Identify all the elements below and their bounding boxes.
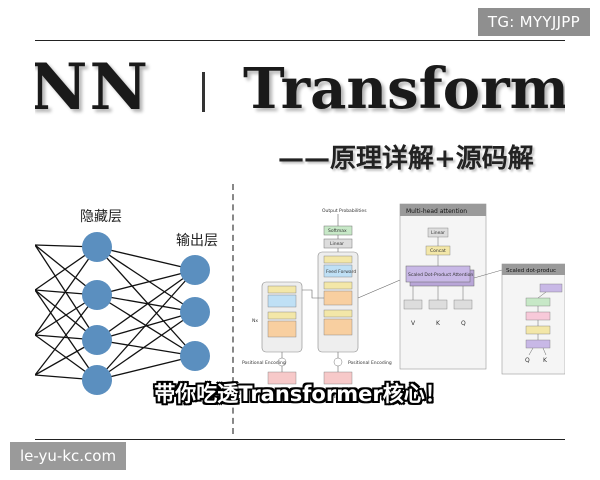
sdpa-mask: [525, 311, 551, 321]
decoder-positional-label: Positional Encoding: [348, 360, 392, 366]
title-left-text: NN: [35, 50, 150, 125]
encoder-positional-label: Positional Encoding: [242, 360, 286, 366]
decoder-feed-forward: [323, 264, 353, 278]
mha-k-label: K: [436, 320, 441, 327]
sdpa-k-label: K: [543, 357, 548, 364]
nx-label: Nx: [252, 318, 258, 324]
hidden-neuron: [82, 365, 112, 395]
sdpa-panel-title: Scaled dot-produc: [506, 268, 556, 274]
encoder-multi-head-attention: [267, 320, 297, 338]
mha-q-label: Q: [461, 320, 466, 327]
softmax-label: Softmax: [328, 228, 347, 234]
outputs-shifted-label: (shifted right): [324, 394, 355, 400]
encoder-add-norm-2: [267, 285, 297, 294]
mha-linear-label: Linear: [431, 230, 445, 236]
mha-panel-header: [400, 204, 486, 216]
slide-title: NN Transforme: [35, 50, 565, 130]
decoder-multi-head-attention: [323, 290, 353, 306]
mha-v-label: V: [411, 320, 416, 327]
sdpa-q-label: Q: [525, 357, 530, 364]
sdpa-matmul-top: [539, 283, 563, 293]
sdpa-softmax: [525, 297, 551, 307]
masked-multi-head-attention: [323, 318, 353, 336]
mha-linear-k: [428, 299, 448, 310]
hidden-neuron: [82, 280, 112, 310]
mha-linear-v: [403, 299, 423, 310]
sdpa-matmul-bottom: [525, 339, 551, 349]
encoder-add-norm-1: [267, 311, 297, 320]
hidden-neuron: [82, 232, 112, 262]
output-layer-label: 输出层: [176, 233, 218, 249]
mha-linear-q: [453, 299, 473, 310]
hidden-neuron: [82, 325, 112, 355]
section-divider: [232, 184, 234, 434]
title-separator: [202, 72, 205, 112]
output-neuron: [180, 297, 210, 327]
hidden-layer-label: 隐藏层: [80, 209, 122, 225]
title-right-text: Transforme: [243, 56, 565, 122]
mha-panel-title: Multi-head attention: [406, 208, 467, 215]
decoder-add-norm-2: [323, 281, 353, 290]
decoder-add-norm-1: [323, 309, 353, 318]
transformer-diagram: Output Probabilities Softmax Linear Feed…: [240, 200, 566, 415]
decoder-feed-forward-label: Feed Forward: [326, 269, 356, 275]
subtitle-caption: 带你吃透Transformer核心！: [154, 382, 446, 406]
decoder-add-norm-3: [323, 255, 353, 264]
output-probabilities-label: Output Probabilities: [322, 208, 367, 214]
sdpa-panel-header: [502, 264, 565, 275]
site-watermark: le-yu-kc.com: [10, 442, 127, 470]
neural-network-diagram: 隐藏层 输出层: [34, 190, 230, 430]
output-neuron: [180, 255, 210, 285]
linear-label: Linear: [330, 241, 344, 247]
decoder-positional-circle: [333, 357, 343, 367]
mha-sdpa-label: Scaled Dot-Product Attention: [408, 272, 473, 278]
mha-concat-label: Concat: [430, 248, 446, 254]
network-graph: [34, 232, 210, 395]
transformer-architecture: Output Probabilities Softmax Linear Feed…: [242, 203, 566, 400]
encoder-feed-forward: [267, 294, 297, 308]
output-neuron: [180, 341, 210, 371]
sdpa-scale: [525, 325, 551, 335]
slide-subtitle: ——原理详解+源码解: [278, 144, 534, 174]
telegram-watermark: TG: MYYJJPP: [477, 8, 590, 36]
